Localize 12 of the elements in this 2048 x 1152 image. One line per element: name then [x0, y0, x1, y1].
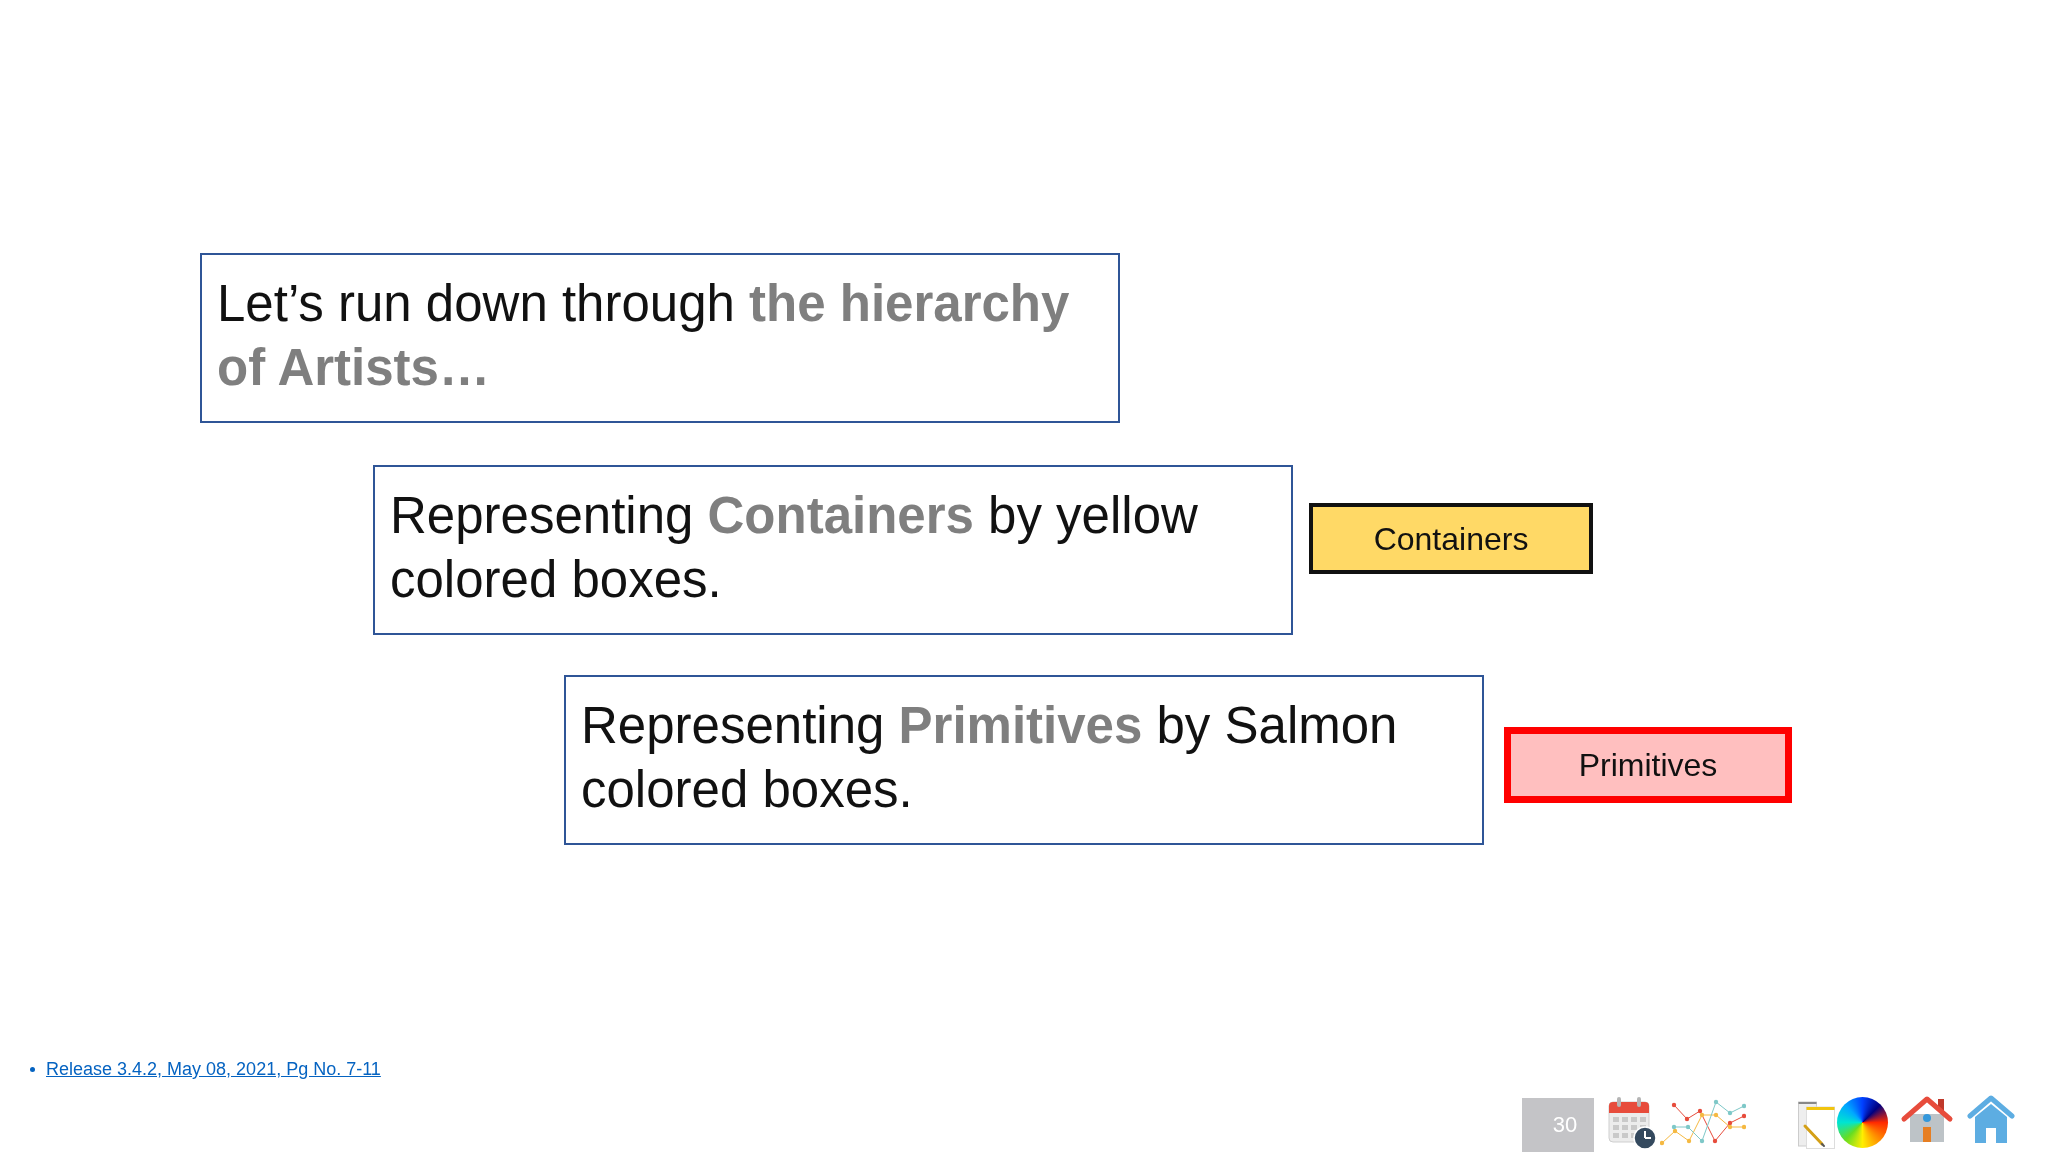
- statement-box: [200, 253, 1120, 423]
- tag-label: Containers: [1373, 519, 1529, 559]
- statement-text: Representing Containers by yellow colored boxes.: [390, 486, 1199, 610]
- statement-box: [564, 675, 1484, 845]
- statement-box: [373, 465, 1293, 635]
- statement-text: Representing Primitives by Salmon colored boxes.: [581, 696, 1399, 820]
- slide-number: 30: [1522, 1098, 1594, 1152]
- container-tag: [1309, 503, 1593, 574]
- tag-label: Primitives: [1578, 746, 1718, 785]
- reference-link: Release 3.4.2, May 08, 2021, Pg No. 7-11: [46, 1058, 381, 1080]
- statement-text: Let’s run down through the hierarchy of Artists…: [217, 274, 1071, 398]
- primitive-tag: [1504, 727, 1792, 803]
